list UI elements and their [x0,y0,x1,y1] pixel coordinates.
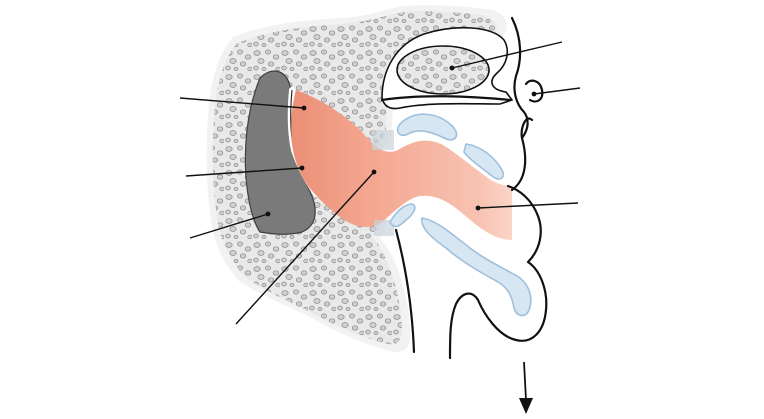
leader-line-right-2 [533,87,581,95]
down-arrow-icon [519,361,533,414]
blue-channels [389,113,532,317]
leader-lines [179,41,581,325]
leader-line-right-3 [477,202,579,209]
leader-line-left-4 [235,171,375,325]
inner-bone-island [396,45,490,95]
leader-line-left-2 [185,167,303,177]
head-outline [380,16,548,360]
leader-line-right-1 [451,41,563,69]
leader-line-left-1 [179,97,305,109]
upper-cavity-chamber [381,26,514,110]
leader-line-left-3 [189,213,269,239]
